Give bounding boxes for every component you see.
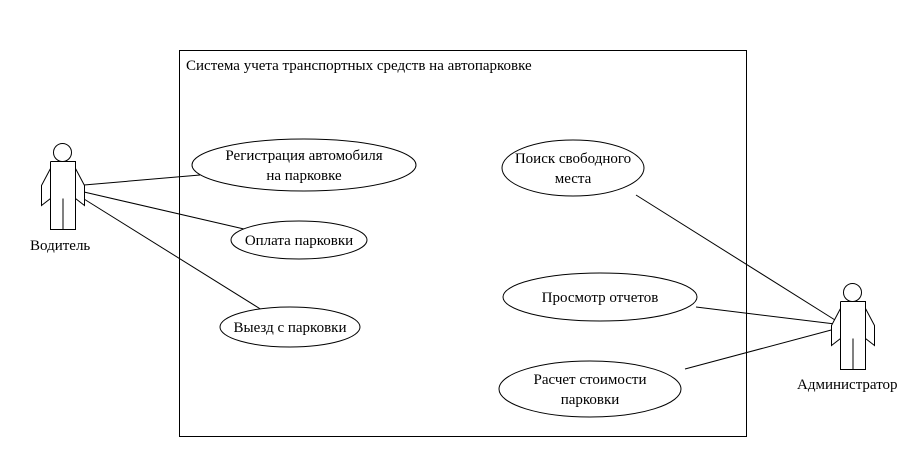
usecase-payment-label: Оплата парковки xyxy=(245,233,353,249)
system-title: Система учета транспортных средств на ав… xyxy=(186,58,532,74)
usecase-ellipse xyxy=(191,138,417,192)
usecase-cost-line1: Расчет стоимости xyxy=(533,372,646,388)
actor-body xyxy=(831,301,875,370)
usecase-reports: Просмотр отчетов xyxy=(502,272,698,322)
usecase-registration-line1: Регистрация автомобиля xyxy=(225,148,382,164)
usecase-reports-label: Просмотр отчетов xyxy=(542,290,659,306)
usecase-exit-label: Выезд с парковки xyxy=(234,320,347,336)
usecase-search: Поиск свободного места xyxy=(501,139,645,197)
actor-admin: Администратор xyxy=(797,283,898,393)
actor-body xyxy=(41,161,85,230)
usecase-registration-line2: на парковке xyxy=(266,168,342,184)
usecase-ellipse xyxy=(498,360,682,418)
usecase-search-line2: места xyxy=(555,171,592,187)
usecase-ellipse xyxy=(501,139,645,197)
usecase-search-line1: Поиск свободного xyxy=(515,151,631,167)
usecase-cost-line2: парковки xyxy=(561,392,620,408)
actor-driver: Водитель xyxy=(30,143,90,254)
assoc-driver-registration xyxy=(83,174,201,186)
usecase-payment: Оплата парковки xyxy=(230,220,368,260)
usecase-exit: Выезд с парковки xyxy=(219,306,361,348)
assoc-search-admin xyxy=(635,194,836,321)
usecase-registration: Регистрация автомобиля на парковке xyxy=(191,138,417,192)
usecase-ellipse xyxy=(502,272,698,322)
assoc-driver-exit xyxy=(83,198,263,311)
actor-head xyxy=(53,143,72,162)
actor-driver-label: Водитель xyxy=(30,238,90,254)
actor-admin-label: Администратор xyxy=(797,377,898,393)
actor-head xyxy=(843,283,862,302)
usecase-cost: Расчет стоимости парковки xyxy=(498,360,682,418)
usecase-ellipse xyxy=(230,220,368,260)
assoc-reports-admin xyxy=(695,306,836,325)
assoc-cost-admin xyxy=(684,328,836,370)
assoc-driver-payment xyxy=(83,191,245,230)
usecase-ellipse xyxy=(219,306,361,348)
